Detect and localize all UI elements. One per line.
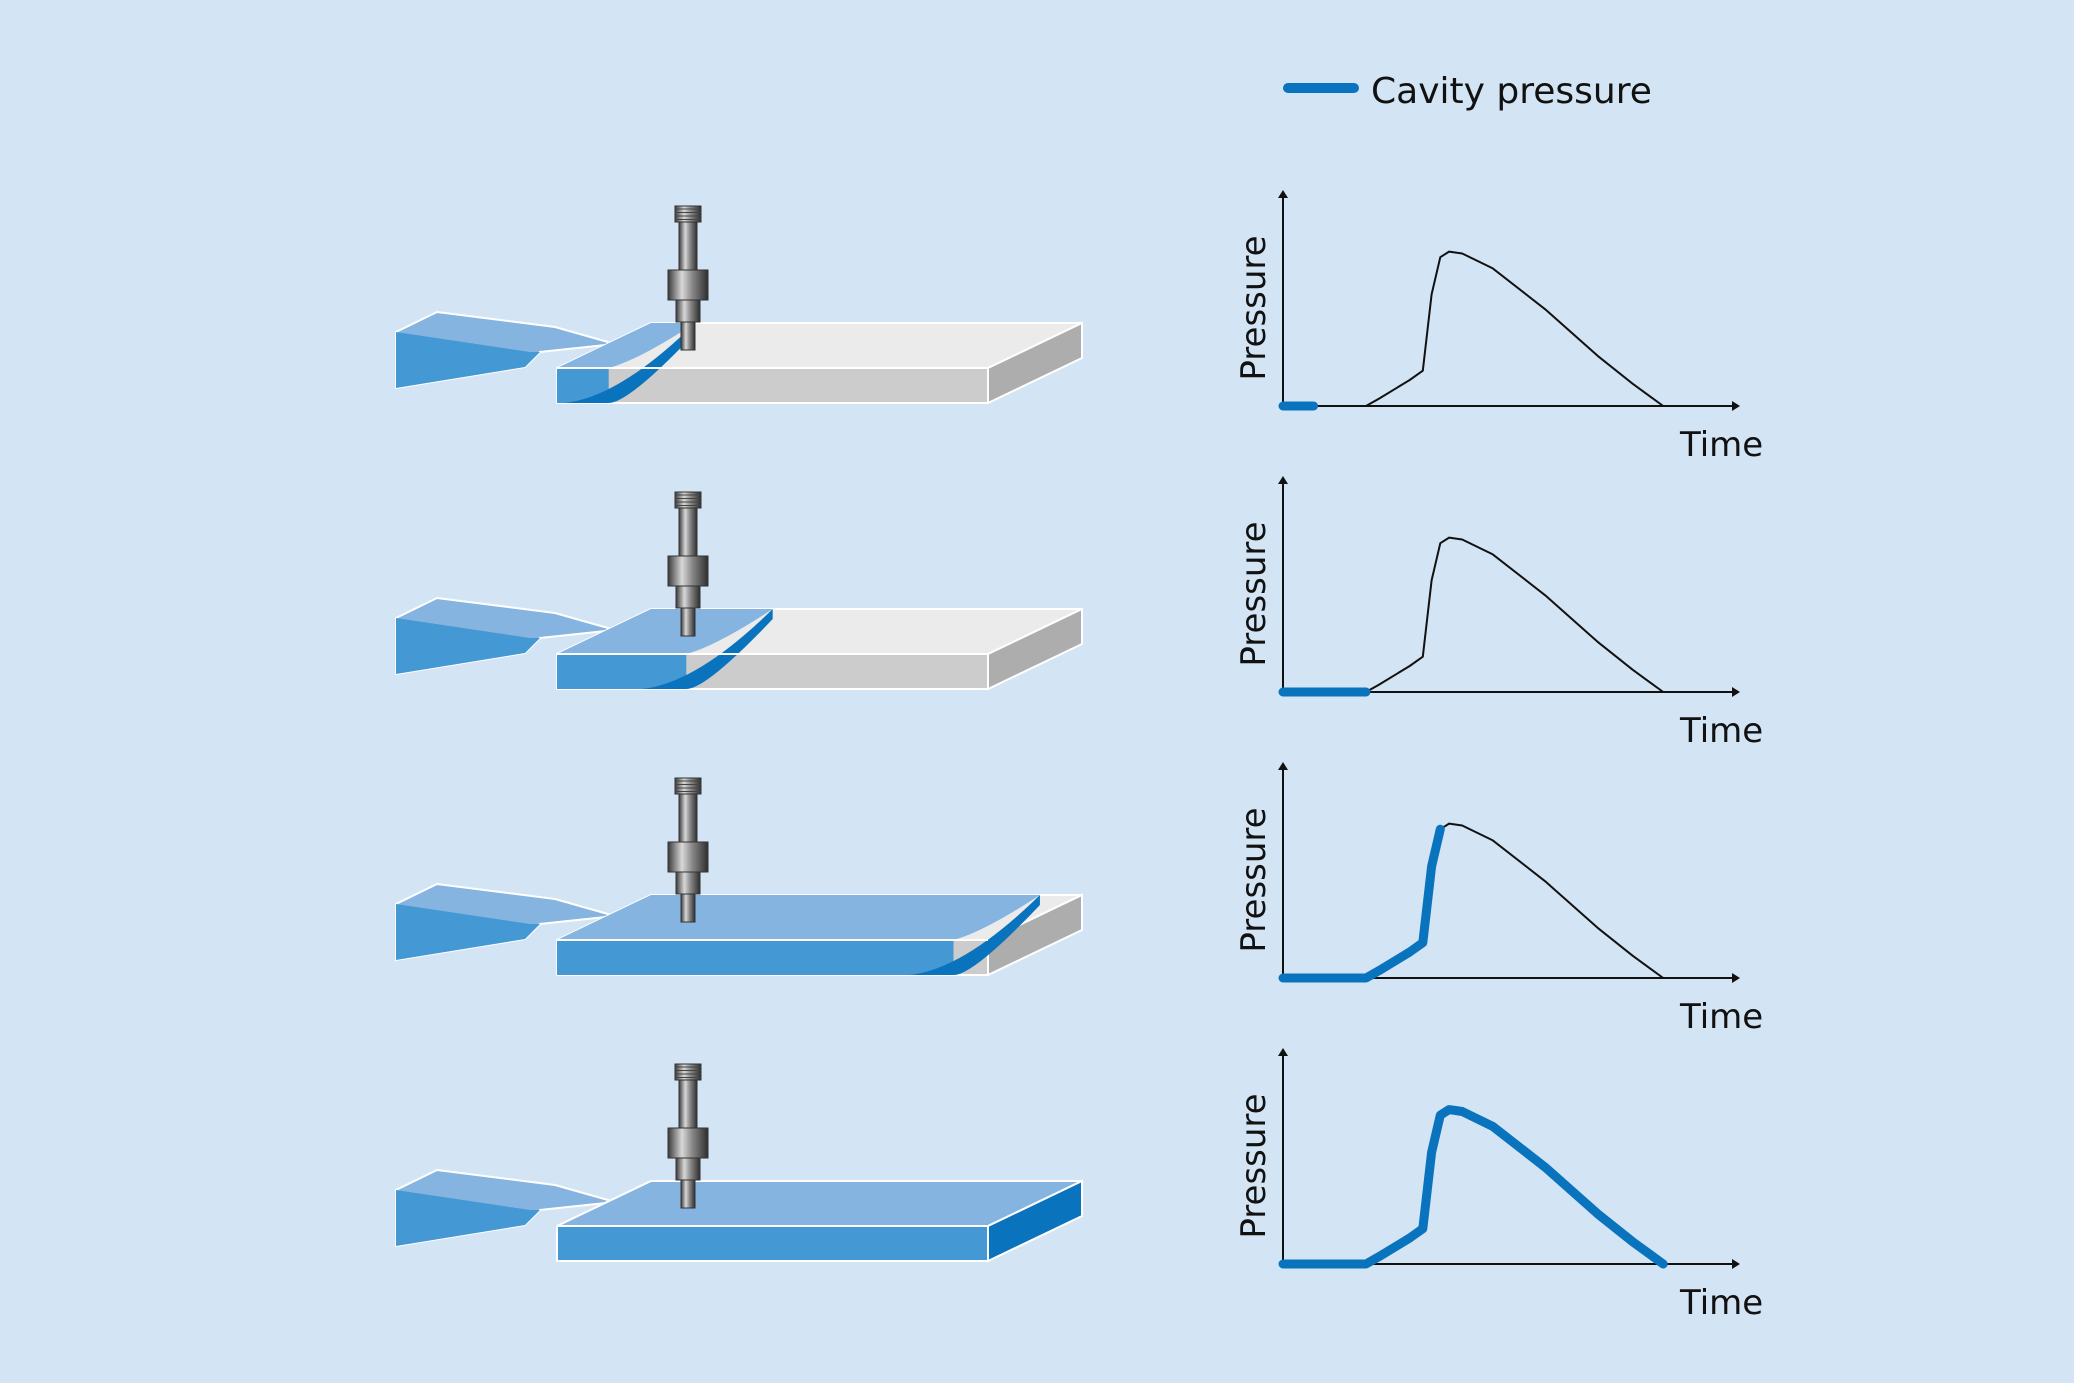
sprue-front bbox=[396, 332, 540, 388]
cavity-pressure-curve bbox=[1278, 824, 1445, 983]
sprue-front bbox=[396, 1190, 540, 1246]
melt-flow-front bbox=[641, 609, 773, 689]
x-axis-arrow bbox=[1732, 973, 1740, 983]
y-axis-arrow bbox=[1278, 476, 1288, 484]
melt-front bbox=[557, 368, 609, 403]
mold-side-face bbox=[987, 321, 1083, 405]
y-axis-label: Pressure bbox=[1234, 235, 1274, 380]
cavity-pressure-curve bbox=[1278, 1105, 1668, 1269]
mold-side-face bbox=[987, 607, 1083, 691]
pressure-curve bbox=[1283, 250, 1664, 407]
melt-front bbox=[556, 1225, 989, 1262]
pressure-sensor bbox=[667, 205, 709, 351]
sensor-neck bbox=[675, 1157, 701, 1181]
sensor-tip bbox=[680, 607, 696, 637]
y-axis-label: Pressure bbox=[1234, 807, 1274, 952]
pressure-curve bbox=[1283, 822, 1664, 979]
y-axis-arrow bbox=[1278, 1048, 1288, 1056]
sprue-front bbox=[396, 618, 540, 674]
melt-top bbox=[557, 609, 773, 654]
sensor-tip bbox=[680, 321, 696, 351]
mold-cavity bbox=[395, 596, 1083, 691]
sensor-body bbox=[667, 555, 709, 587]
mold-cavity bbox=[395, 310, 1083, 405]
pressure-sensor bbox=[667, 1063, 709, 1209]
sensor-body bbox=[667, 841, 709, 873]
legend: Cavity pressure bbox=[1283, 71, 1652, 112]
mold-cavity bbox=[395, 1168, 1083, 1263]
melt-top bbox=[557, 323, 696, 368]
sprue-front bbox=[396, 904, 540, 960]
y-axis-arrow bbox=[1278, 762, 1288, 770]
sensor-body bbox=[667, 1127, 709, 1159]
sensor-shaft bbox=[678, 1079, 698, 1131]
sensor-shaft bbox=[678, 793, 698, 845]
mold-side-face bbox=[987, 893, 1083, 977]
pressure-sensor bbox=[667, 777, 709, 923]
x-axis-arrow bbox=[1732, 687, 1740, 697]
x-axis-label: Time bbox=[1679, 425, 1763, 465]
sensor-neck bbox=[675, 871, 701, 895]
sensor-tip bbox=[680, 893, 696, 923]
pressure-sensor bbox=[667, 491, 709, 637]
y-axis-label: Pressure bbox=[1234, 521, 1274, 666]
x-axis-arrow bbox=[1732, 401, 1740, 411]
legend-label-cavity-pressure: Cavity pressure bbox=[1371, 71, 1652, 112]
melt-side bbox=[987, 1179, 1083, 1263]
mold-cavity bbox=[395, 882, 1083, 977]
sensor-neck bbox=[675, 585, 701, 609]
y-axis-arrow bbox=[1278, 190, 1288, 198]
melt-flow-front bbox=[563, 323, 696, 403]
melt-top bbox=[557, 895, 1040, 940]
sensor-tip bbox=[680, 1179, 696, 1209]
pressure-curve bbox=[1283, 536, 1664, 693]
x-axis-label: Time bbox=[1679, 997, 1763, 1037]
sensor-body bbox=[667, 269, 709, 301]
x-axis-label: Time bbox=[1679, 1283, 1763, 1323]
melt-front bbox=[557, 940, 954, 975]
sensor-shaft bbox=[678, 221, 698, 273]
melt-front bbox=[557, 654, 687, 689]
y-axis-label: Pressure bbox=[1234, 1093, 1274, 1238]
sensor-shaft bbox=[678, 507, 698, 559]
sensor-neck bbox=[675, 299, 701, 323]
x-axis-label: Time bbox=[1679, 711, 1763, 751]
x-axis-arrow bbox=[1732, 1259, 1740, 1269]
melt-flow-front bbox=[908, 895, 1040, 975]
